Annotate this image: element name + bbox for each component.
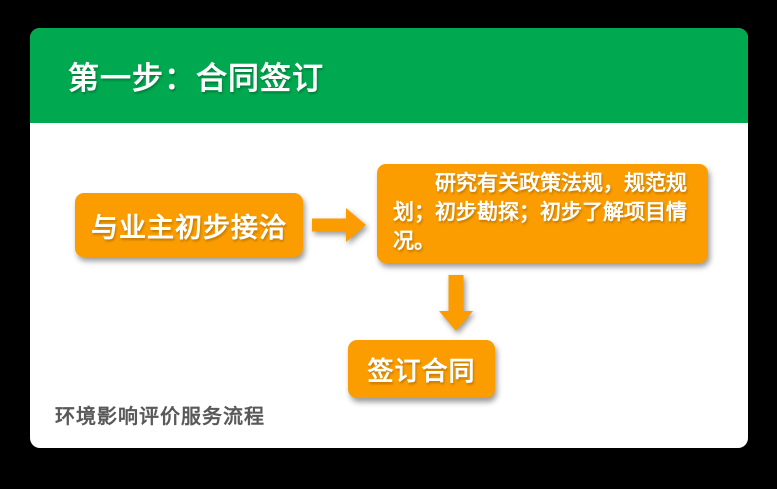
slide-card: 第一步：合同签订 与业主初步接洽 研究有关政策法规，规范规划；初步勘探；初步了解… <box>30 28 748 448</box>
flow-step-research-text: 研究有关政策法规，规范规划；初步勘探；初步了解项目情况。 <box>393 172 687 253</box>
flow-step-research: 研究有关政策法规，规范规划；初步勘探；初步了解项目情况。 <box>377 164 708 263</box>
slide-title: 第一步：合同签订 <box>68 61 324 96</box>
down-arrow-icon <box>439 275 473 331</box>
flow-step-initial-contact-label: 与业主初步接洽 <box>91 212 287 243</box>
flow-step-sign-contract: 签订合同 <box>348 340 495 398</box>
flow-step-sign-contract-label: 签订合同 <box>367 355 476 386</box>
slide-header: 第一步：合同签订 <box>30 28 748 123</box>
slide-caption: 环境影响评价服务流程 <box>55 406 265 428</box>
right-arrow-icon <box>312 208 366 242</box>
flow-step-initial-contact: 与业主初步接洽 <box>75 193 303 257</box>
